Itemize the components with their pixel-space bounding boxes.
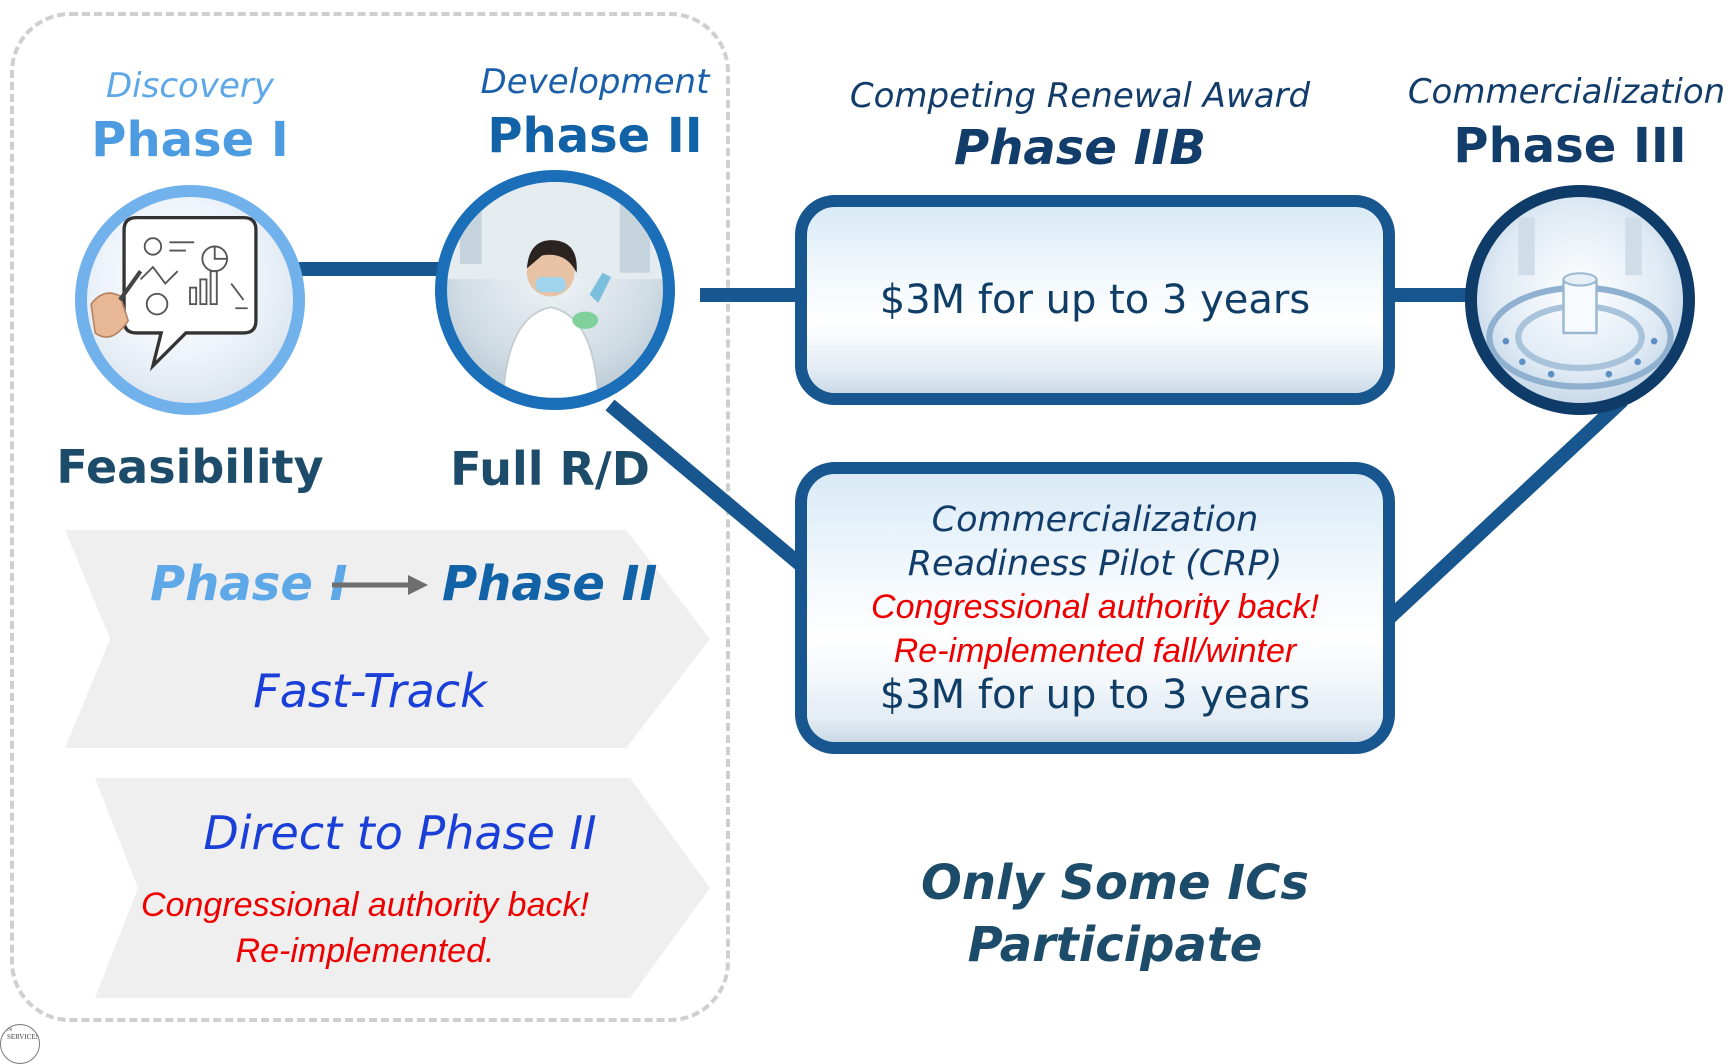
fast-track-label: Fast-Track: [253, 664, 487, 718]
lab-equipment-icon: [1486, 217, 1674, 390]
connector-crp-phase3: [1380, 395, 1628, 628]
seal-text: N SERVICES: [7, 1025, 40, 1041]
phase2b-title: Phase IIB: [954, 120, 1206, 176]
phase2-subtitle: Development: [480, 62, 710, 102]
participation-note: Only Some ICs Participate: [890, 852, 1340, 976]
phase2-image-circle: [435, 170, 675, 410]
fast-track-chevron: [65, 530, 710, 748]
crp-title-line2: Readiness Pilot (CRP): [907, 544, 1283, 584]
phase1-label: Feasibility: [56, 440, 324, 494]
fast-track-to: Phase II: [442, 556, 658, 612]
phase2b-box-text: $3M for up to 3 years: [879, 277, 1311, 323]
phase2-title: Phase II: [487, 108, 703, 164]
sketch-icon: [90, 215, 258, 372]
participation-note-line1: Only Some ICs: [921, 855, 1309, 911]
scientist-icon: [447, 182, 663, 398]
connector-phase2b-phase3: [1380, 288, 1480, 302]
direct-to-phase2-chevron: [95, 778, 710, 998]
phase3-image-circle: [1465, 185, 1695, 415]
phase1-subtitle: Discovery: [106, 66, 274, 106]
connector-phase1-phase2: [270, 262, 490, 276]
crp-note-line1: Congressional authority back!: [871, 588, 1319, 626]
crp-note-line2: Re-implemented fall/winter: [893, 632, 1297, 670]
phase-i-ii-group-border: [10, 12, 730, 1022]
crp-title-line1: Commercialization: [931, 500, 1259, 540]
fast-track-from: Phase I: [150, 556, 348, 612]
direct-label: Direct to Phase II: [203, 806, 597, 860]
crp-box: Commercialization Readiness Pilot (CRP) …: [795, 462, 1395, 754]
crp-amount: $3M for up to 3 years: [879, 672, 1311, 718]
phase1-image-circle: [75, 185, 305, 415]
phase2-label: Full R/D: [450, 442, 650, 496]
agency-seal: N SERVICES: [0, 1024, 40, 1064]
direct-note-line2: Re-implemented.: [235, 932, 495, 970]
right-arrow-icon: [332, 575, 428, 595]
direct-note-line1: Congressional authority back!: [141, 886, 589, 924]
phase2b-box: $3M for up to 3 years: [795, 195, 1395, 405]
phase1-title: Phase I: [91, 112, 289, 168]
phase3-subtitle: Commercialization: [1407, 72, 1726, 112]
participation-note-line2: Participate: [967, 917, 1263, 973]
connector-phase2-phase2b: [700, 288, 800, 302]
phase2b-subtitle: Competing Renewal Award: [849, 76, 1311, 116]
phase3-title: Phase III: [1453, 118, 1687, 174]
